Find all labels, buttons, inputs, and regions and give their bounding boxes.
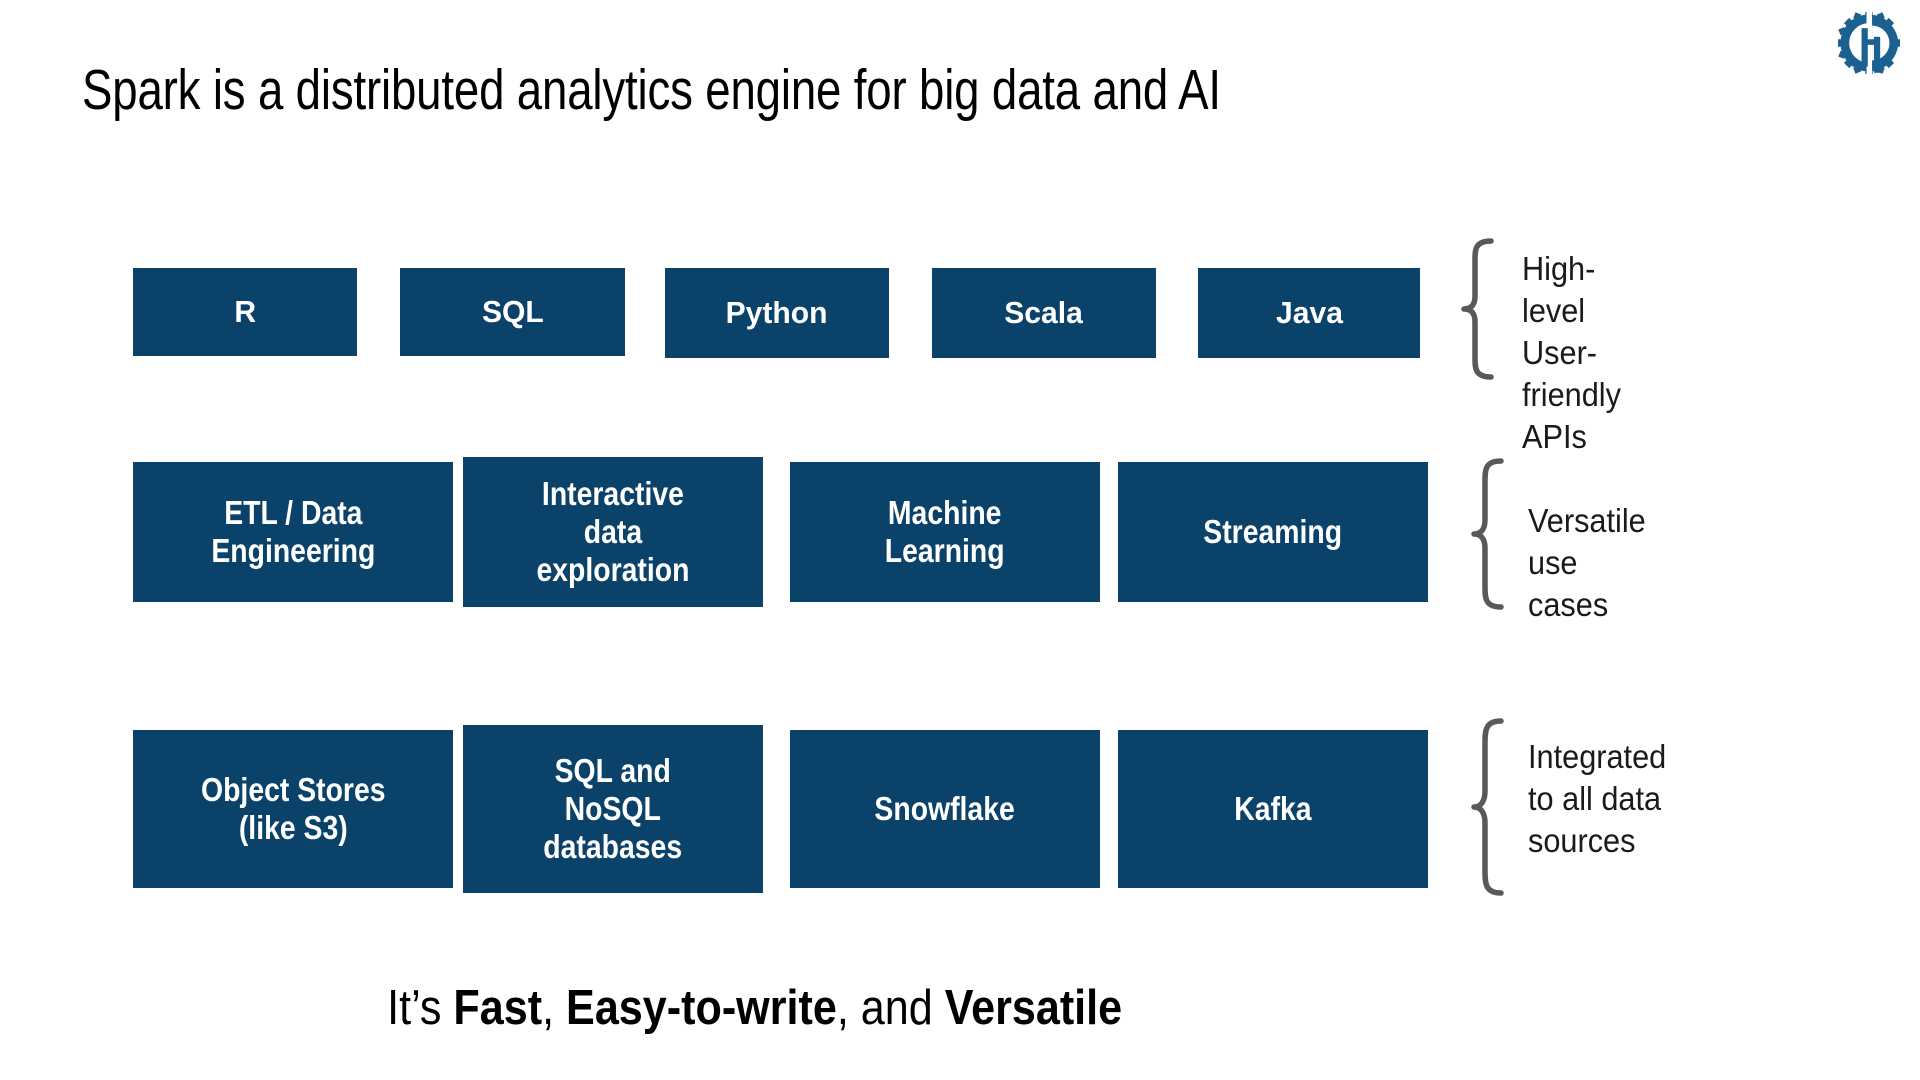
caption-part-comma1: ,	[542, 981, 567, 1035]
box-etl-data-engineering[interactable]: ETL / Data Engineering	[133, 462, 453, 602]
box-label: ETL / Data Engineering	[211, 493, 375, 569]
caption-part-versatile: Versatile	[945, 981, 1123, 1035]
box-snowflake[interactable]: Snowflake	[790, 730, 1100, 888]
box-kafka[interactable]: Kafka	[1118, 730, 1428, 888]
box-r[interactable]: R	[133, 268, 357, 356]
brace-label-data-sources: Integrated to all data sources	[1528, 738, 1667, 859]
brace-label-use-cases: Versatile use cases	[1528, 502, 1646, 623]
box-label: Streaming	[1203, 512, 1343, 550]
caption-part-easytowrite: Easy-to-write	[566, 981, 838, 1035]
box-label: Kafka	[1234, 789, 1312, 827]
caption-part-and: , and	[837, 981, 946, 1035]
box-label: SQL	[481, 294, 544, 330]
box-interactive-data-exploration[interactable]: Interactive data exploration	[463, 457, 763, 607]
brace-data-sources	[1471, 718, 1507, 898]
box-label: R	[234, 294, 256, 330]
slide-caption: It’s Fast, Easy-to-write, and Versatile	[0, 980, 1510, 1036]
box-java[interactable]: Java	[1198, 268, 1420, 358]
box-label: SQL and NoSQL databases	[543, 751, 683, 866]
box-python[interactable]: Python	[665, 268, 889, 358]
caption-part-its: It’s	[387, 981, 454, 1035]
box-scala[interactable]: Scala	[932, 268, 1156, 358]
box-object-stores[interactable]: Object Stores (like S3)	[133, 730, 453, 888]
brace-apis	[1461, 238, 1497, 380]
box-label: Snowflake	[874, 789, 1016, 827]
caption-part-fast: Fast	[453, 981, 543, 1035]
brace-use-cases	[1471, 458, 1507, 610]
box-sql[interactable]: SQL	[400, 268, 625, 356]
box-sql-nosql-databases[interactable]: SQL and NoSQL databases	[463, 725, 763, 893]
box-label: Machine Learning	[885, 493, 1005, 569]
box-label: Object Stores (like S3)	[200, 770, 386, 846]
box-label: Interactive data exploration	[536, 474, 690, 589]
slide-title: Spark is a distributed analytics engine …	[82, 58, 1221, 122]
box-label: Scala	[1004, 295, 1084, 331]
brace-label-apis: High-level User-friendly APIs	[1522, 250, 1621, 455]
gear-h-logo-icon	[1838, 12, 1900, 74]
box-streaming[interactable]: Streaming	[1118, 462, 1428, 602]
box-label: Python	[726, 295, 828, 331]
box-machine-learning[interactable]: Machine Learning	[790, 462, 1100, 602]
box-label: Java	[1275, 295, 1343, 331]
